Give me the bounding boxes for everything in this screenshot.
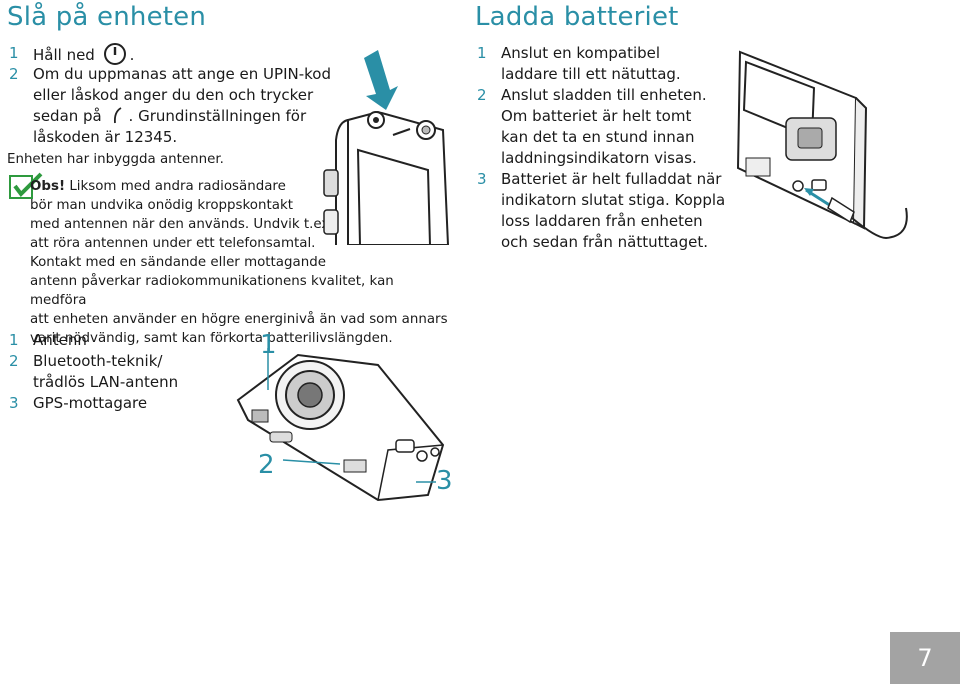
power-key-icon (103, 43, 126, 65)
step-1: 1 Håll ned . (9, 43, 134, 66)
note-label: Obs! (30, 179, 66, 194)
phone-back-illustration (236, 348, 445, 502)
callout-2: 2 (258, 450, 275, 480)
charging-illustration (736, 50, 908, 240)
antenna-info: Enheten har inbyggda antenner. (7, 152, 224, 167)
callout-3: 3 (436, 466, 453, 496)
step-text: Håll ned . (33, 43, 134, 66)
phone-top-illustration (323, 50, 450, 245)
page-title-power-on: Slå på enheten (7, 2, 207, 32)
section-title-charge: Ladda batteriet (475, 2, 679, 32)
note-check-icon (9, 172, 43, 199)
step-text: Om du uppmanas att ange en UPIN-kod elle… (33, 65, 331, 146)
note-block: Obs! Liksom med andra radiosändare bör m… (30, 179, 448, 346)
page-number: 7 (890, 632, 960, 684)
select-key-icon (113, 107, 122, 124)
step-2: 2 Om du uppmanas att ange en UPIN-kod el… (9, 64, 331, 148)
callout-1: 1 (260, 330, 277, 360)
step-number: 2 (9, 65, 19, 83)
step-number: 1 (9, 44, 19, 62)
